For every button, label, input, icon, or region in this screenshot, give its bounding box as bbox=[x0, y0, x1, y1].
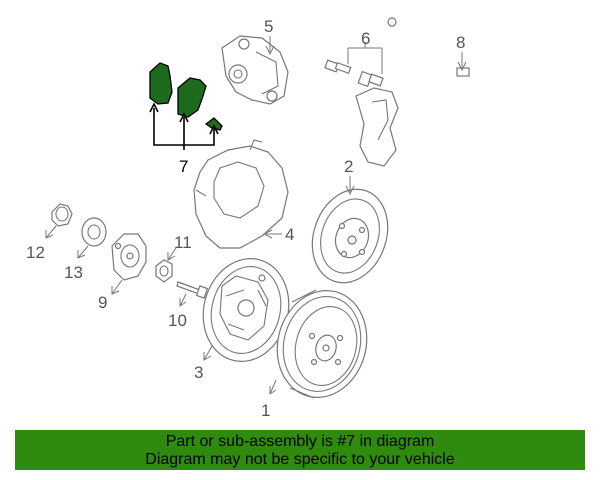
wheel-bearing bbox=[81, 217, 107, 247]
callout-10[interactable]: 10 bbox=[168, 311, 187, 330]
callout-5-leader bbox=[265, 36, 275, 56]
brake-drum bbox=[276, 289, 368, 399]
callout-11-leader bbox=[167, 247, 177, 261]
callout-1[interactable]: 1 bbox=[261, 401, 270, 420]
brake-rotor bbox=[311, 188, 389, 284]
callout-10-leader bbox=[179, 293, 187, 307]
callout-7[interactable]: 7 bbox=[179, 157, 188, 176]
callout-1-leader bbox=[269, 379, 277, 395]
brake-pad-left bbox=[149, 62, 173, 105]
brake-caliper bbox=[221, 35, 289, 105]
dust-shield bbox=[193, 139, 289, 249]
backing-plate bbox=[202, 258, 290, 362]
caliper-bracket-and-bolts bbox=[324, 59, 399, 167]
banner-line-disclaimer: Diagram may not be specific to your vehi… bbox=[145, 451, 455, 468]
callout-12[interactable]: 12 bbox=[26, 243, 45, 262]
callout-6-leader bbox=[347, 42, 383, 74]
hub-nut bbox=[155, 259, 173, 283]
callout-13-leader bbox=[77, 245, 89, 259]
callout-9-leader bbox=[111, 279, 123, 295]
callout-3[interactable]: 3 bbox=[194, 363, 203, 382]
callout-11[interactable]: 11 bbox=[174, 233, 192, 252]
callout-4[interactable]: 4 bbox=[285, 225, 294, 244]
callout-5[interactable]: 5 bbox=[264, 17, 273, 36]
wheel-hub bbox=[111, 233, 147, 281]
info-banner: Part or sub-assembly is #7 in diagram Di… bbox=[15, 430, 585, 470]
parts-diagram: 7 5 6 8 4 bbox=[26, 17, 470, 420]
callout-6[interactable]: 6 bbox=[361, 29, 370, 48]
brake-pad-right bbox=[177, 77, 207, 118]
banner-line-part: Part or sub-assembly is #7 in diagram bbox=[165, 433, 435, 450]
wheel-bolt bbox=[176, 281, 209, 299]
callout-12-leader bbox=[45, 225, 57, 239]
callout-7-bracket bbox=[153, 108, 215, 150]
callout-9[interactable]: 9 bbox=[98, 293, 107, 312]
callout-8[interactable]: 8 bbox=[456, 33, 465, 52]
callout-3-leader bbox=[203, 345, 213, 361]
pad-clip bbox=[204, 117, 223, 131]
hub-cap bbox=[51, 203, 73, 227]
callout-4-leader bbox=[262, 229, 282, 239]
callout-2[interactable]: 2 bbox=[344, 157, 353, 176]
callout-13[interactable]: 13 bbox=[64, 263, 83, 282]
callout-7-arrows bbox=[149, 102, 219, 135]
brake-pad-set-highlighted[interactable] bbox=[149, 62, 223, 150]
callout-8-leader bbox=[457, 52, 467, 72]
callout-2-leader bbox=[345, 176, 355, 196]
